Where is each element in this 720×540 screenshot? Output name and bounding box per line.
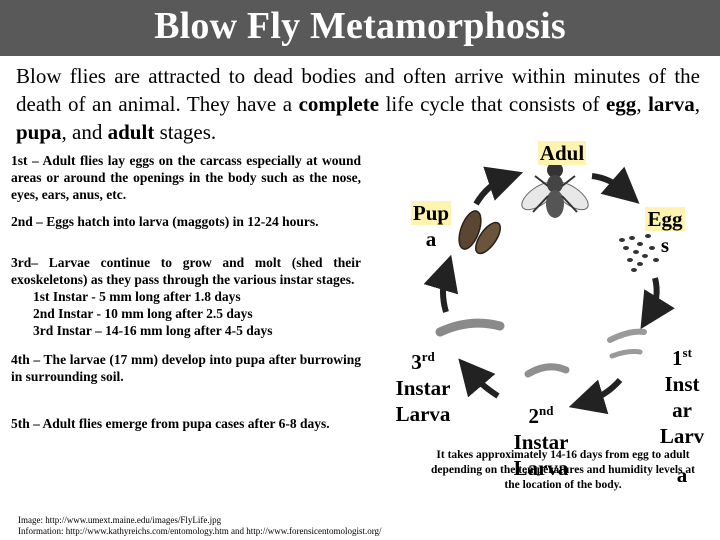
label-adult: Adul — [532, 140, 592, 166]
label-third-text: Larva — [396, 402, 451, 426]
label-pupa-text: Pup — [411, 201, 451, 225]
label-second-number: 2 — [529, 404, 540, 428]
label-eggs-text: s — [661, 233, 669, 257]
label-third-number: 3 — [411, 350, 422, 374]
label-first-text: Inst — [664, 372, 699, 396]
label-first-text: Larv — [660, 424, 704, 448]
larva-icon — [610, 332, 644, 356]
label-third-text: Instar — [396, 376, 451, 400]
label-first-number: 1 — [672, 346, 683, 370]
label-eggs-text: Egg — [645, 207, 684, 231]
label-first-text: ar — [672, 398, 692, 422]
adult-fly-icon — [517, 162, 592, 218]
cycle-arrow-icon — [476, 178, 506, 204]
label-first-sup: st — [683, 345, 692, 360]
cycle-arrow-icon — [470, 372, 498, 396]
info-credit: Information: http://www.kathyreichs.com/… — [18, 526, 468, 537]
larva-icon — [528, 367, 566, 374]
credits: Image: http://www.umext.maine.edu/images… — [18, 515, 468, 537]
label-pupa-text: a — [426, 227, 437, 251]
larva-icon — [440, 323, 500, 332]
cycle-arrow-icon — [586, 380, 620, 402]
development-note: It takes approximately 14-16 days from e… — [423, 448, 703, 493]
cycle-arrow-icon — [592, 176, 626, 192]
cycle-arrow-icon — [650, 278, 657, 314]
label-second-sup: nd — [539, 403, 553, 418]
label-third-sup: rd — [422, 349, 435, 364]
cycle-arrow-icon — [443, 272, 446, 312]
label-adult-text: Adul — [538, 141, 586, 165]
image-credit: Image: http://www.umext.maine.edu/images… — [18, 515, 468, 526]
